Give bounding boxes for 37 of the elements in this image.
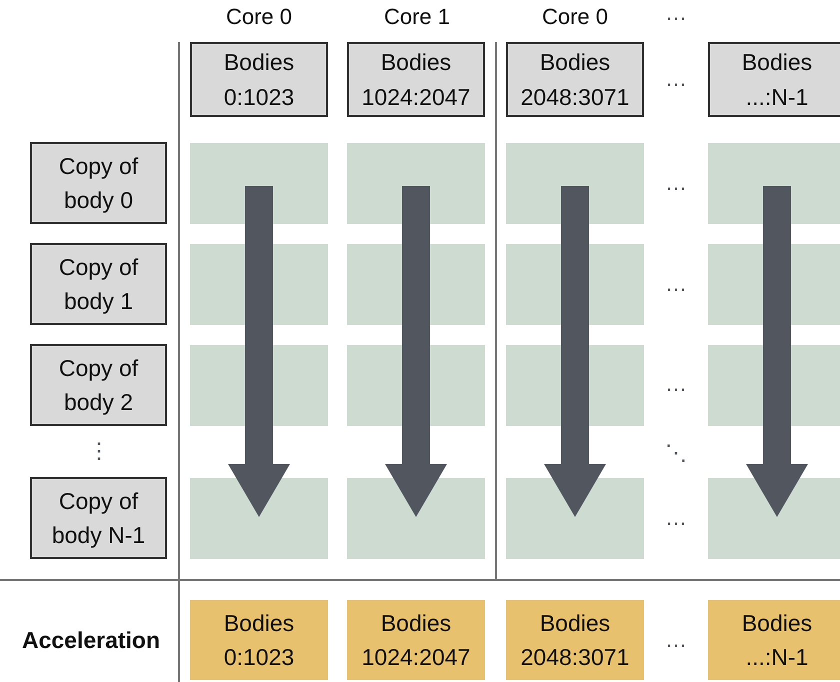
row-label-box: Copy of body 2 [30,344,167,426]
grid-cell [190,143,328,224]
grid-cell [347,478,485,559]
block-arrow [228,186,290,517]
column-header-box: Bodies 2048:3071 [506,42,644,117]
ellipsis: … [665,170,687,196]
result-box: Bodies ...:N-1 [708,600,840,680]
column-header-box: Bodies ...:N-1 [708,42,840,117]
row-title: Acceleration [22,627,160,654]
block-arrow [385,186,447,517]
result-box: Bodies 1024:2047 [347,600,485,680]
row-label-box: Copy of body 1 [30,243,167,325]
ellipsis: … [665,627,687,653]
ellipsis: … [665,505,687,531]
grid-cell [347,143,485,224]
result-box: Bodies 0:1023 [190,600,328,680]
ellipsis: … [665,271,687,297]
ellipsis: … [665,66,687,92]
grid-cell [506,478,644,559]
grid-cell [708,478,840,559]
result-box: Bodies 2048:3071 [506,600,644,680]
row-label-box: Copy of body N-1 [30,477,167,559]
grid-cell [708,143,840,224]
block-arrow [746,186,808,517]
column-title: Core 0 [542,4,608,30]
grid-cell [190,478,328,559]
column-title: Core 0 [226,4,292,30]
ellipsis: ⋱ [665,440,687,466]
row-label-box: Copy of body 0 [30,142,167,224]
column-title: Core 1 [384,4,450,30]
block-arrow [544,186,606,517]
ellipsis: ⋮ [88,438,110,464]
ellipsis: … [665,371,687,397]
grid-cell [506,143,644,224]
ellipsis: … [665,0,687,26]
column-header-box: Bodies 1024:2047 [347,42,485,117]
column-header-box: Bodies 0:1023 [190,42,328,117]
